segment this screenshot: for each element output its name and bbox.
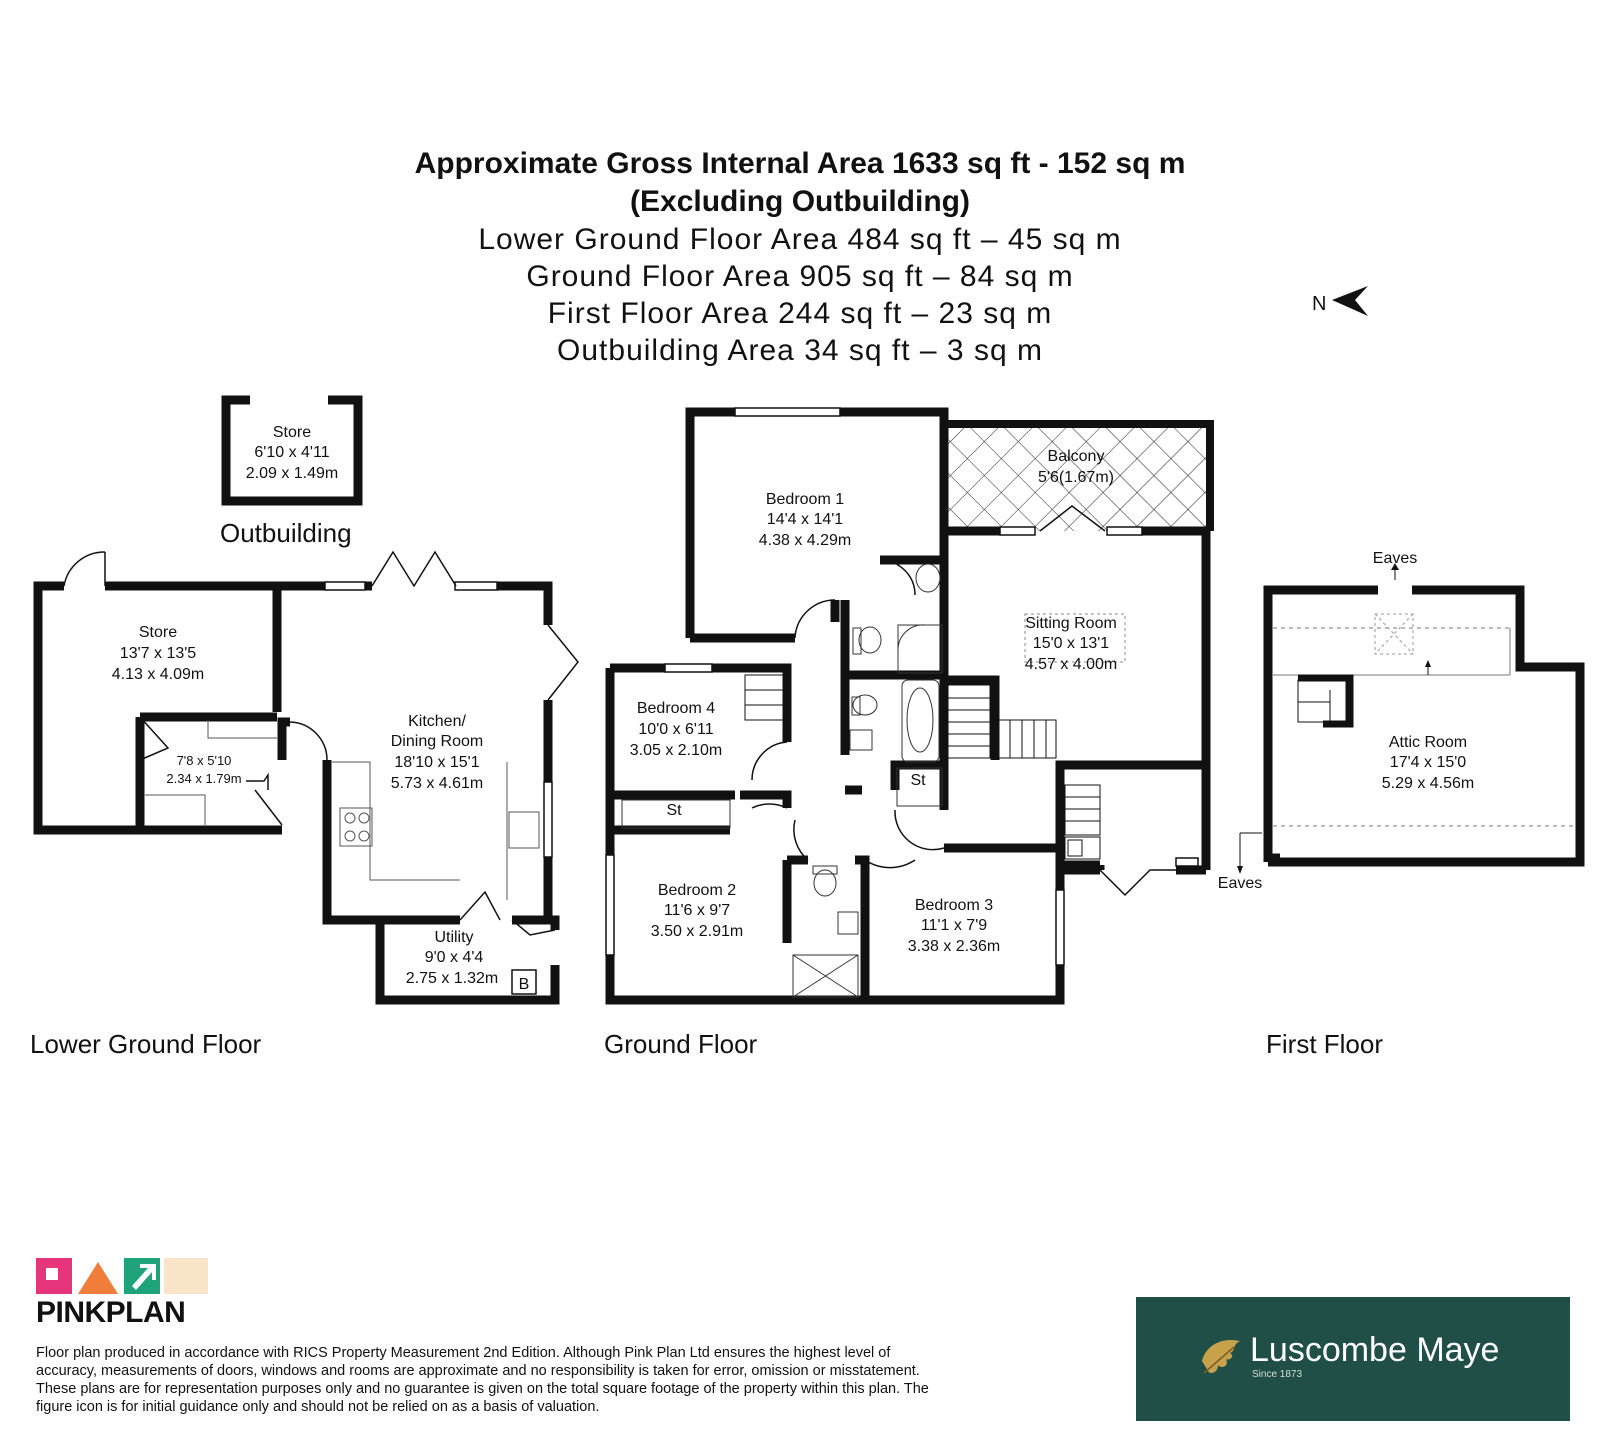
storage-a-label: St — [666, 802, 682, 819]
lower-ground-walls — [33, 581, 560, 1005]
area-first: First Floor Area 244 sq ft – 23 sq m — [547, 297, 1053, 330]
attic-metric: 5.29 x 4.56m — [1382, 775, 1475, 792]
lg-store-imperial: 13'7 x 13'5 — [120, 645, 196, 662]
outbuilding-plan — [221, 395, 363, 506]
bedroom3-metric: 3.38 x 2.36m — [908, 938, 1001, 955]
agent-logo-box: Luscombe Maye Since 1873 — [1136, 1297, 1570, 1421]
first-floor-walls — [1263, 585, 1585, 867]
utility-name: Utility — [434, 929, 473, 946]
area-lower-ground: Lower Ground Floor Area 484 sq ft – 45 s… — [478, 223, 1122, 256]
area-outbuilding: Outbuilding Area 34 sq ft – 3 sq m — [557, 334, 1043, 367]
boiler-label: B — [519, 976, 530, 993]
lg-store-metric: 4.13 x 4.09m — [112, 666, 205, 683]
lower-ground-windows — [324, 581, 553, 858]
bedroom1-imperial: 14'4 x 14'1 — [767, 511, 843, 528]
bedroom2-name: Bedroom 2 — [658, 882, 736, 899]
area-ground: Ground Floor Area 905 sq ft – 84 sq m — [526, 260, 1074, 293]
lower-ground-doors — [63, 550, 579, 936]
utility-metric: 2.75 x 1.32m — [406, 970, 499, 987]
ground-floor-doors — [751, 505, 1176, 897]
eaves-bottom-label: Eaves — [1218, 875, 1262, 892]
bedroom1-metric: 4.38 x 4.29m — [759, 532, 852, 549]
eaves-top-label: Eaves — [1373, 550, 1417, 567]
outbuilding-store-imperial: 6'10 x 4'11 — [254, 444, 329, 461]
bedroom3-name: Bedroom 3 — [915, 897, 993, 914]
utility-imperial: 9'0 x 4'4 — [425, 949, 484, 966]
bedroom4-imperial: 10'0 x 6'11 — [638, 721, 713, 738]
storage-b-label: St — [910, 772, 926, 789]
attic-name: Attic Room — [1389, 734, 1467, 751]
kitchen-metric: 5.73 x 4.61m — [391, 775, 484, 792]
sitting-room-name: Sitting Room — [1025, 615, 1117, 632]
sitting-room-imperial: 15'0 x 13'1 — [1033, 635, 1109, 652]
sitting-room-rooflight — [1024, 613, 1126, 663]
lg-small-metric: 2.34 x 1.79m — [166, 771, 241, 786]
sitting-room-metric: 4.57 x 4.00m — [1025, 656, 1118, 673]
ground-floor-stairs — [744, 674, 1101, 860]
agent-name: Luscombe Maye — [1250, 1331, 1500, 1369]
kitchen-name-2: Dining Room — [391, 733, 483, 750]
bedroom3-imperial: 11'1 x 7'9 — [921, 917, 987, 934]
title-line-1: Approximate Gross Internal Area 1633 sq … — [414, 147, 1186, 180]
pinkplan-logo — [36, 1258, 208, 1294]
ground-floor-windows — [605, 407, 1199, 966]
boiler-box — [511, 969, 537, 995]
bedroom4-metric: 3.05 x 2.10m — [630, 742, 723, 759]
outbuilding-store-name: Store — [273, 424, 311, 441]
oak-leaf-icon — [1202, 1339, 1240, 1374]
kitchen-imperial: 18'10 x 15'1 — [394, 754, 479, 771]
title-line-2: (Excluding Outbuilding) — [630, 185, 970, 218]
lg-small-imperial: 7'8 x 5'10 — [177, 753, 232, 768]
first-floor-label: First Floor — [1266, 1029, 1383, 1059]
attic-imperial: 17'4 x 15'0 — [1390, 754, 1466, 771]
ground-floor-bathroom-fittings — [621, 563, 943, 998]
kitchen-fittings — [145, 720, 540, 900]
lg-store-name: Store — [139, 624, 177, 641]
bedroom4-name: Bedroom 4 — [637, 700, 715, 717]
compass-label: N — [1312, 293, 1326, 315]
balcony-name: Balcony — [1048, 448, 1105, 465]
first-floor-details — [1237, 563, 1575, 874]
agent-since: Since 1873 — [1252, 1369, 1303, 1380]
lower-ground-floor-label: Lower Ground Floor — [30, 1029, 262, 1059]
bedroom2-imperial: 11'6 x 9'7 — [664, 902, 730, 919]
kitchen-name-1: Kitchen/ — [408, 713, 466, 730]
disclaimer-text: Floor plan produced in accordance with R… — [36, 1345, 929, 1415]
pinkplan-wordmark: PINKPLAN — [36, 1296, 186, 1329]
ground-floor-balcony — [944, 420, 1214, 531]
balcony-size: 5'6(1.67m) — [1038, 469, 1114, 486]
floor-plan-drawing: N Store 6'10 x 4'11 2.09 x 1.49m Outbuil… — [30, 286, 1585, 1059]
outbuilding-store-metric: 2.09 x 1.49m — [246, 465, 339, 482]
ground-floor-label: Ground Floor — [604, 1029, 758, 1059]
north-arrow-icon: N — [1312, 286, 1368, 316]
outbuilding-label: Outbuilding — [220, 518, 352, 548]
bedroom1-name: Bedroom 1 — [766, 491, 844, 508]
bedroom2-metric: 3.50 x 2.91m — [651, 923, 744, 940]
